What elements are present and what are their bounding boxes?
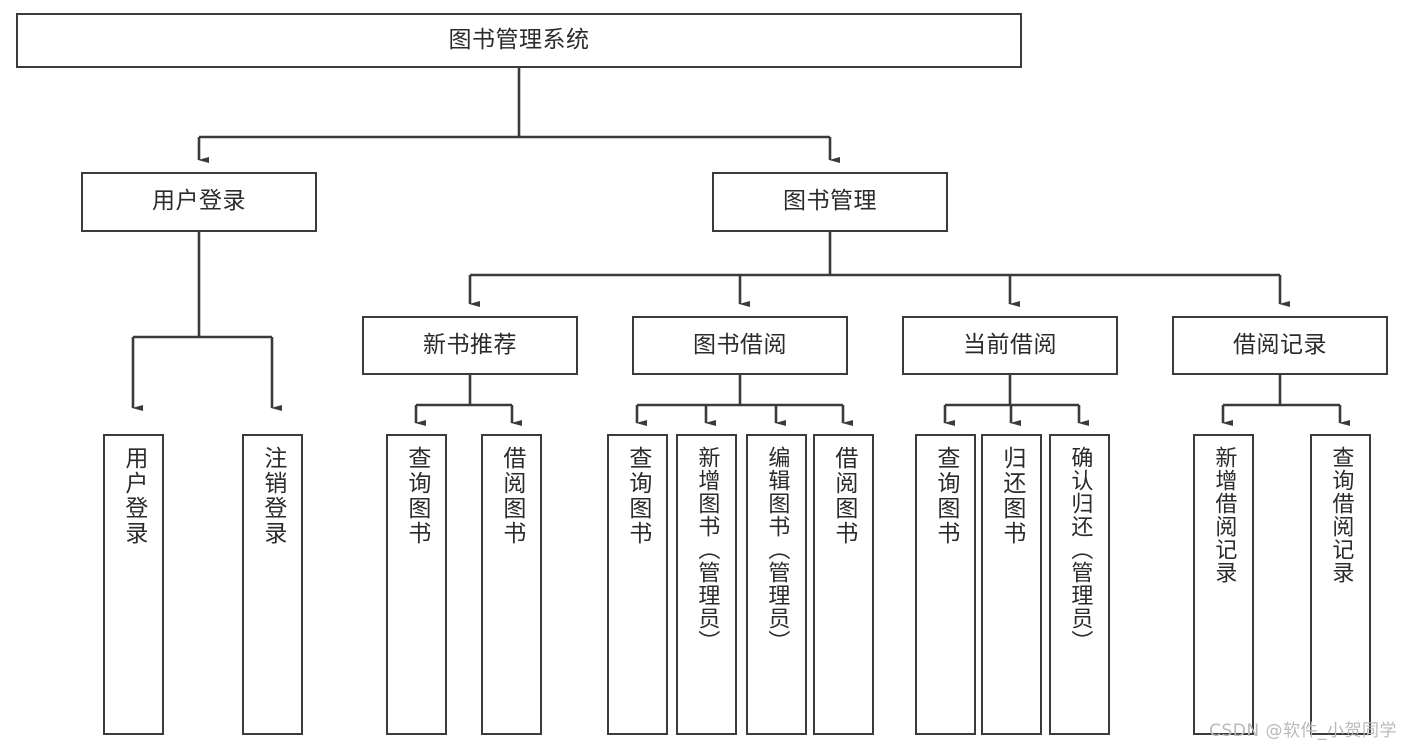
csdn-watermark: CSDN @软件_小贺同学 [1209,721,1397,741]
node-leaf-user-login-label: 用户登录 [120,446,147,546]
node-user-login-label: 用户登录 [152,188,246,215]
node-current-borrow[interactable]: 当前借阅 [902,316,1118,375]
node-leaf-confirm-return[interactable]: 确认归还（管理员） [1049,434,1110,735]
node-leaf-query-record[interactable]: 查询借阅记录 [1310,434,1371,735]
node-leaf-return-book-label: 归还图书 [998,446,1025,546]
node-borrow-record[interactable]: 借阅记录 [1172,316,1388,375]
node-book-manage-label: 图书管理 [783,188,877,215]
node-new-book-recommend-label: 新书推荐 [423,331,517,358]
node-borrow-record-label: 借阅记录 [1233,331,1327,358]
node-leaf-query-book-c[interactable]: 查询图书 [915,434,976,735]
node-leaf-confirm-return-label: 确认归还（管理员） [1067,446,1093,653]
node-new-book-recommend[interactable]: 新书推荐 [362,316,578,375]
node-leaf-query-book-b[interactable]: 查询图书 [607,434,668,735]
node-leaf-borrow-book-a-label: 借阅图书 [498,446,525,546]
node-leaf-user-login[interactable]: 用户登录 [103,434,164,735]
node-leaf-add-book[interactable]: 新增图书（管理员） [676,434,737,735]
node-book-manage[interactable]: 图书管理 [712,172,948,232]
node-leaf-return-book[interactable]: 归还图书 [981,434,1042,735]
node-root[interactable]: 图书管理系统 [16,13,1022,68]
node-root-label: 图书管理系统 [448,26,590,53]
node-leaf-borrow-book-b[interactable]: 借阅图书 [813,434,874,735]
node-book-borrow-label: 图书借阅 [693,331,787,358]
node-book-borrow[interactable]: 图书借阅 [632,316,848,375]
node-user-login[interactable]: 用户登录 [81,172,317,232]
node-leaf-query-record-label: 查询借阅记录 [1328,446,1354,584]
node-leaf-edit-book[interactable]: 编辑图书（管理员） [746,434,807,735]
node-leaf-query-book-a-label: 查询图书 [403,446,430,546]
node-leaf-add-book-label: 新增图书（管理员） [694,446,720,653]
node-leaf-add-record[interactable]: 新增借阅记录 [1193,434,1254,735]
node-leaf-edit-book-label: 编辑图书（管理员） [764,446,790,653]
node-leaf-borrow-book-b-label: 借阅图书 [830,446,857,546]
node-leaf-add-record-label: 新增借阅记录 [1211,446,1237,584]
node-current-borrow-label: 当前借阅 [963,331,1057,358]
node-leaf-query-book-a[interactable]: 查询图书 [386,434,447,735]
node-leaf-logout-label: 注销登录 [259,446,286,546]
node-leaf-logout[interactable]: 注销登录 [242,434,303,735]
node-leaf-query-book-b-label: 查询图书 [624,446,651,546]
node-leaf-borrow-book-a[interactable]: 借阅图书 [481,434,542,735]
node-leaf-query-book-c-label: 查询图书 [932,446,959,546]
